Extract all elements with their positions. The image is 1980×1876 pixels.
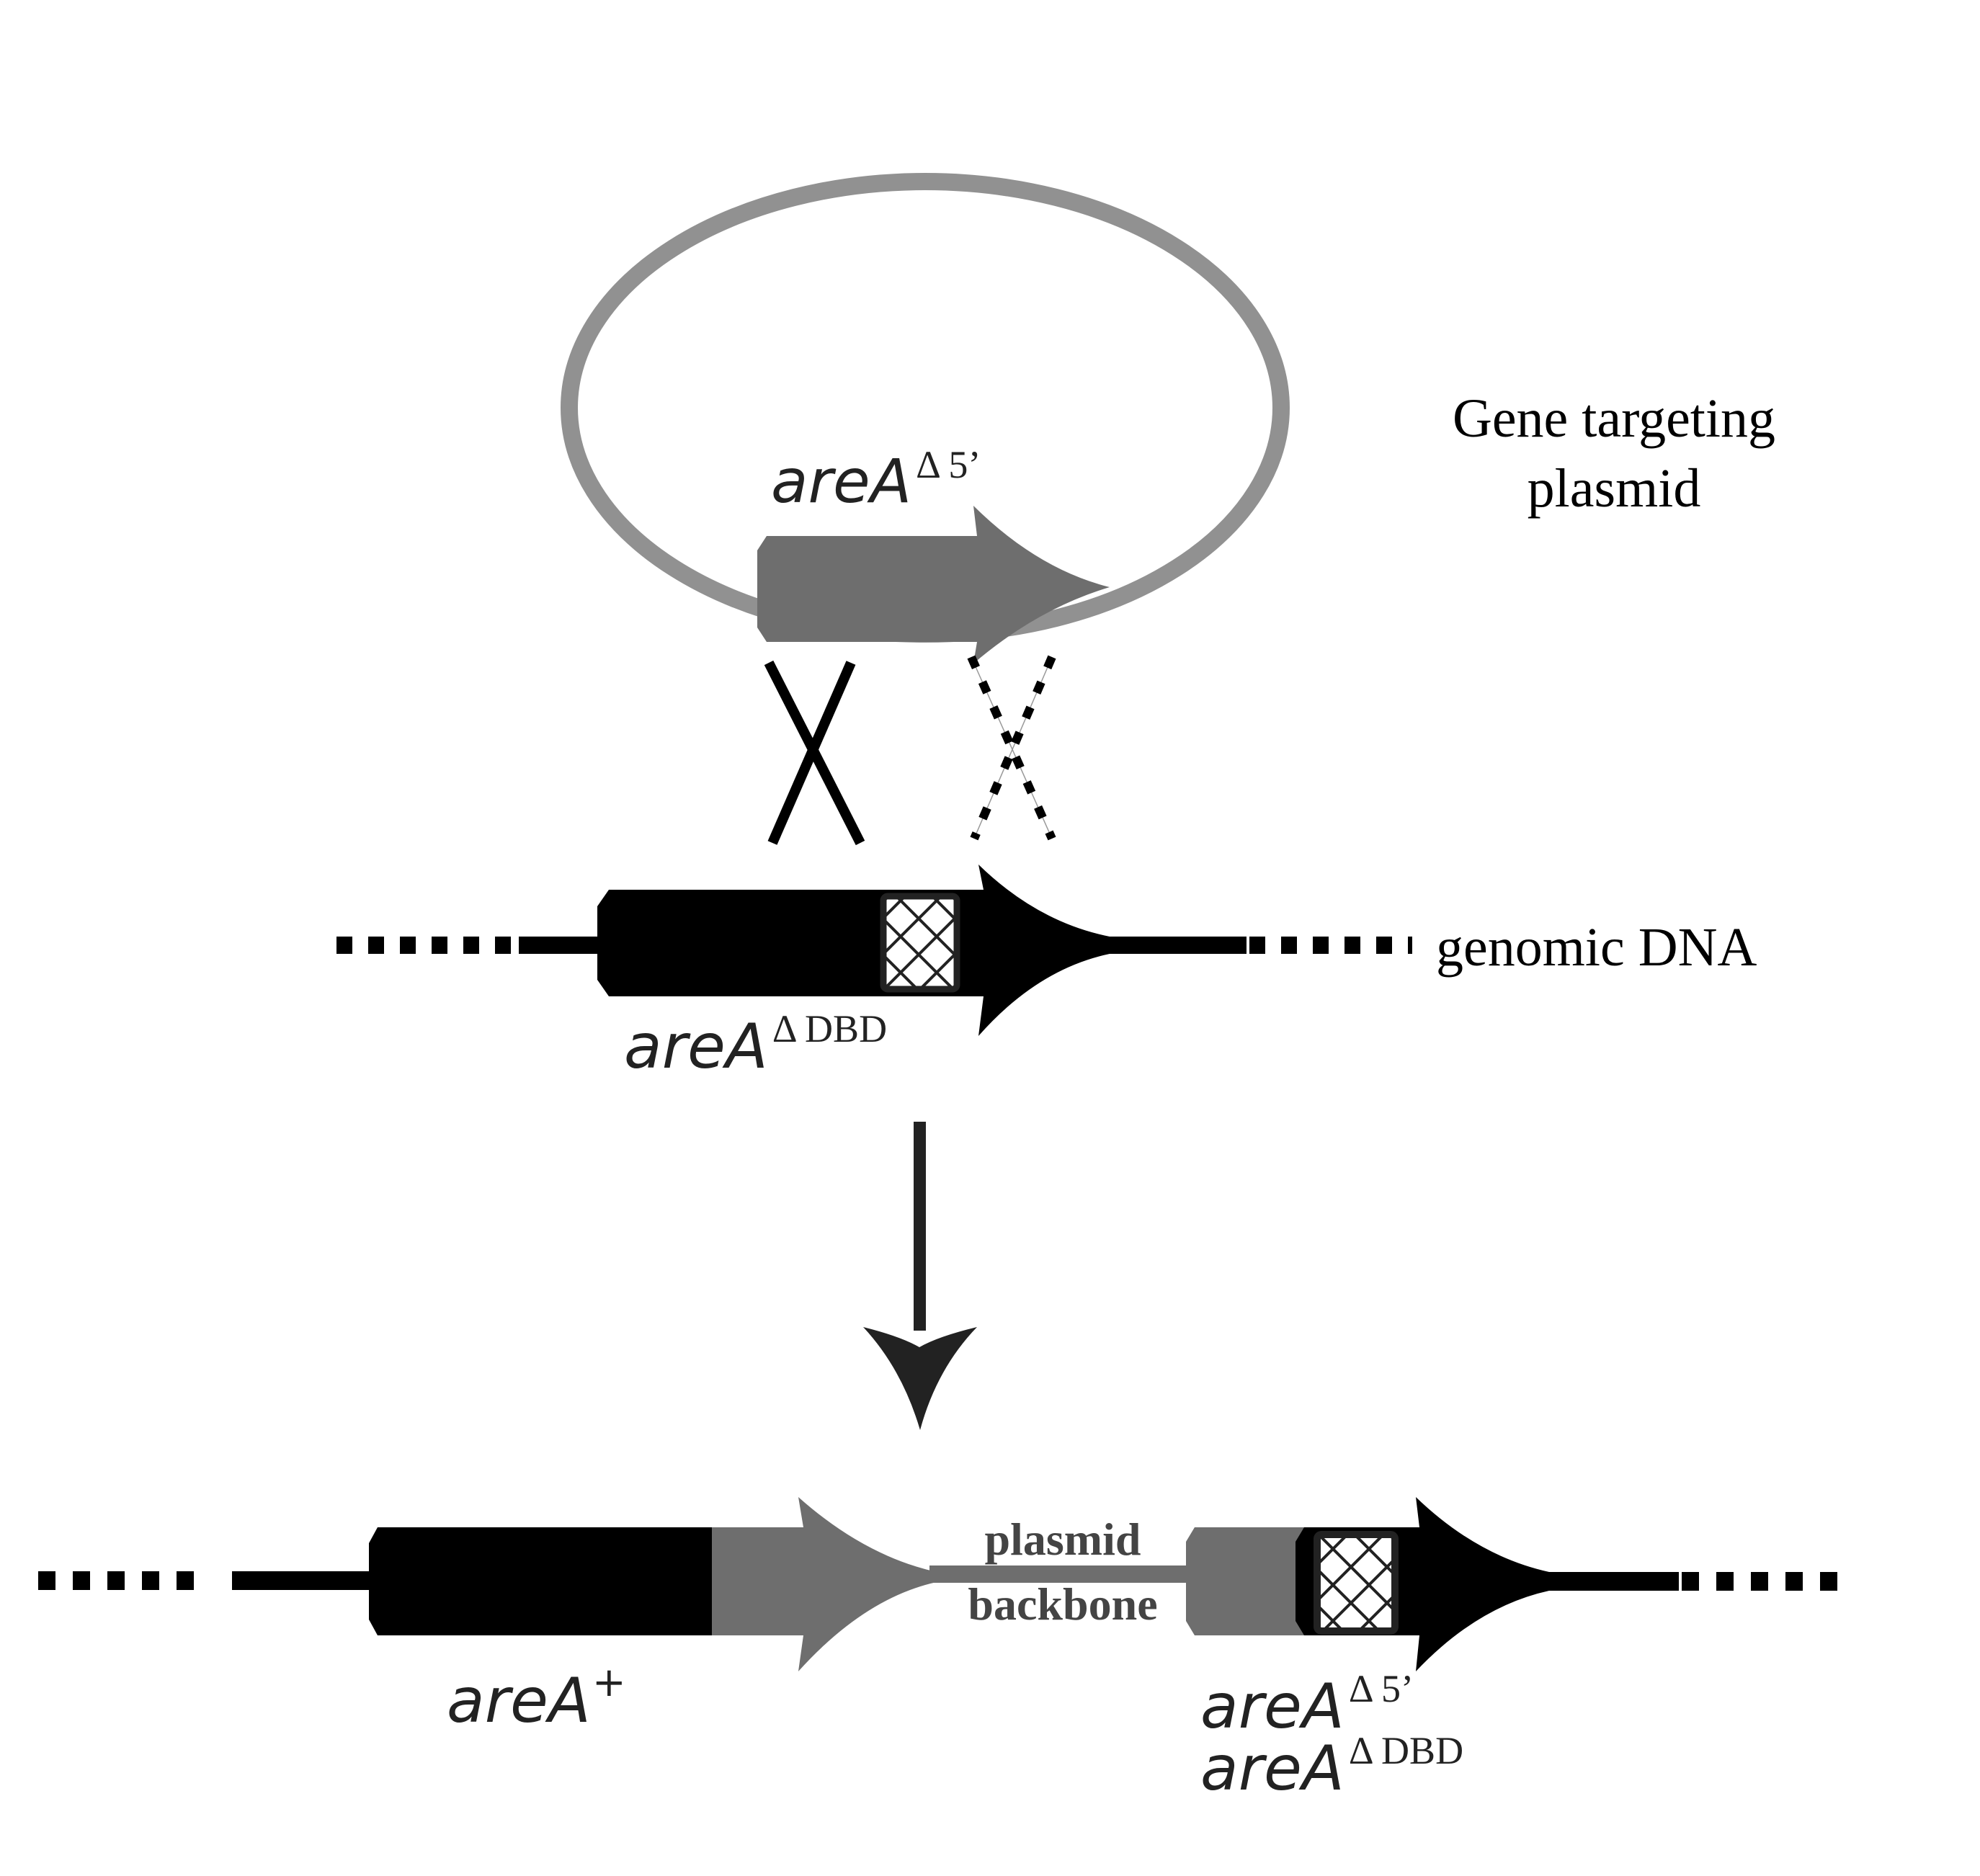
crossover-solid-icon xyxy=(764,660,865,846)
down-arrow-icon xyxy=(863,1122,977,1430)
result-gray-box xyxy=(1186,1527,1304,1635)
genomic-dna-label: genomic DNA xyxy=(1436,917,1757,978)
result-hatched-dbd-region xyxy=(1314,1531,1399,1635)
plasmid-title-line1: Gene targeting xyxy=(1453,388,1775,449)
gene-superscript: Δ DBD xyxy=(1349,1729,1463,1772)
backbone-label-line2: backbone xyxy=(968,1578,1157,1630)
hatched-dbd-region xyxy=(880,893,960,993)
gene-name: areA xyxy=(447,1665,591,1737)
gene-name: areA xyxy=(1200,1733,1344,1805)
genomic-line-left xyxy=(519,937,602,954)
result-arefull-black-box xyxy=(369,1527,712,1635)
crossover-dashed-icon xyxy=(967,655,1056,841)
gene-name: areA xyxy=(771,446,911,517)
result-left-gene-label: areA+ xyxy=(447,1659,626,1737)
backbone-label-line1: plasmid xyxy=(985,1514,1141,1565)
gene-name: areA xyxy=(624,1011,768,1083)
plasmid-title-line2: plasmid xyxy=(1528,458,1701,519)
plasmid-gene-arrow xyxy=(757,506,1110,664)
gene-superscript: Δ DBD xyxy=(772,1007,887,1050)
gene-name: areA xyxy=(1200,1671,1344,1743)
gene-superscript: + xyxy=(592,1659,626,1706)
result-plasmid-gene-arrow xyxy=(712,1497,937,1671)
gene-superscript: Δ 5’ xyxy=(1349,1667,1414,1710)
gene-superscript: Δ 5’ xyxy=(916,443,981,486)
plasmid-backbone-line xyxy=(929,1565,1196,1583)
